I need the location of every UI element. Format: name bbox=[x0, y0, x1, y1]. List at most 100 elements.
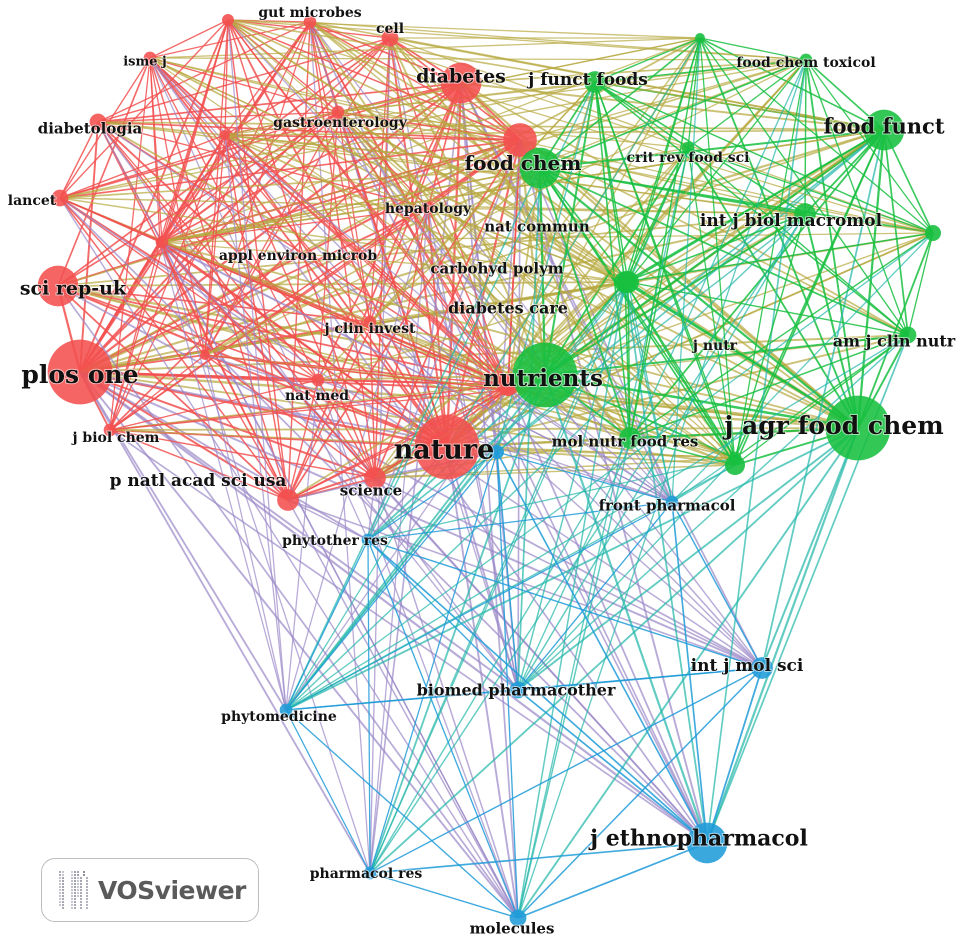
node-gastroenterology[interactable] bbox=[331, 105, 345, 119]
link-x2-x5 bbox=[224, 134, 509, 391]
link-lancet-x4 bbox=[59, 197, 206, 356]
link-gastroenterology-nat_med bbox=[317, 111, 339, 381]
link-nat_med-diabetes_care bbox=[317, 379, 509, 386]
link-j_funct_foods-x8 bbox=[594, 81, 934, 234]
label-food-chem-toxicol: food chem toxicol bbox=[736, 55, 875, 71]
node-hepatology[interactable] bbox=[421, 201, 435, 215]
node-sci-rep-uk[interactable] bbox=[37, 265, 79, 307]
link-food_funct-mol_nutr_food_res bbox=[629, 129, 885, 439]
link-j_agr_food_chem-mol_nutr_food_res bbox=[629, 427, 859, 439]
link-am_j_clin_nutr-x6 bbox=[699, 37, 909, 336]
link-diabetes-molecules bbox=[460, 82, 519, 919]
node-p-natl-acad-sci-usa[interactable] bbox=[277, 489, 299, 511]
link-food_chem-x1 bbox=[227, 19, 541, 169]
node-am-j-clin-nutr[interactable] bbox=[899, 326, 917, 344]
link-nat_commun-am_j_clin_nutr bbox=[519, 139, 909, 336]
node-nature[interactable] bbox=[414, 414, 480, 480]
unlabeled-node bbox=[220, 130, 230, 140]
node-gut-microbes[interactable] bbox=[303, 15, 317, 29]
link-nutrients-j_agr_food_chem bbox=[544, 373, 859, 430]
link-j_biol_chem-x5 bbox=[109, 389, 509, 431]
node-j-agr-food-chem[interactable] bbox=[825, 395, 891, 461]
link-x1-x3 bbox=[159, 19, 229, 243]
link-x1-x5 bbox=[227, 19, 509, 391]
node-pharmacol-res[interactable] bbox=[363, 866, 377, 880]
link-j_agr_food_chem-x7 bbox=[627, 281, 859, 429]
link-diabetes-food_chem_toxicol bbox=[460, 59, 807, 84]
link-isme_j-x2 bbox=[149, 57, 226, 136]
node-j-nutr[interactable] bbox=[728, 451, 742, 465]
link-food_funct-x4 bbox=[204, 129, 885, 356]
node-lancet[interactable] bbox=[51, 189, 69, 207]
node-isme-j[interactable] bbox=[143, 51, 157, 65]
node-cell[interactable] bbox=[381, 29, 399, 47]
link-j_agr_food_chem-biomed_pharmacother bbox=[517, 427, 859, 691]
link-food_funct-x9 bbox=[734, 129, 885, 466]
node-phytother-res[interactable] bbox=[361, 533, 375, 547]
link-appl_environ_microb-pharmacol_res bbox=[161, 241, 371, 874]
link-diabetologia-front_pharmacol bbox=[97, 121, 673, 503]
link-p_natl_acad_sci_usa-x1 bbox=[227, 19, 289, 501]
link-phytother_res-biomed_pharmacother bbox=[367, 539, 519, 691]
node-molecules[interactable] bbox=[509, 909, 527, 927]
link-j_biol_chem-x3 bbox=[109, 241, 161, 431]
node-j-funct-foods[interactable] bbox=[584, 71, 606, 93]
node-nat-commun[interactable] bbox=[503, 123, 537, 157]
link-nutrients-phytomedicine bbox=[285, 374, 546, 711]
label-j-clin-invest: j clin invest bbox=[322, 321, 416, 337]
label-plos-one: plos one bbox=[21, 360, 138, 389]
node-diabetes[interactable] bbox=[440, 62, 482, 104]
link-x1-x8 bbox=[227, 19, 934, 234]
node-appl-environ-microb[interactable] bbox=[155, 235, 169, 249]
label-nature: nature bbox=[394, 434, 495, 465]
link-gut_microbes-j_clin_invest bbox=[309, 21, 371, 323]
link-food_funct-am_j_clin_nutr bbox=[883, 129, 909, 336]
link-molecules-x10 bbox=[496, 451, 519, 919]
node-science[interactable] bbox=[364, 467, 386, 489]
link-j_biol_chem-x4 bbox=[109, 354, 206, 431]
label-food-funct: food funct bbox=[823, 113, 944, 138]
link-phytother_res-molecules bbox=[367, 539, 519, 919]
node-carbohyd-polym[interactable] bbox=[614, 271, 636, 293]
link-j_biol_chem-p_natl_acad_sci_usa bbox=[109, 429, 289, 501]
node-crit-rev-food-sci[interactable] bbox=[681, 141, 695, 155]
link-j_biol_chem-j_agr_food_chem bbox=[109, 427, 859, 431]
link-food_chem-x4 bbox=[204, 167, 541, 356]
link-diabetes_care-x8 bbox=[507, 232, 934, 386]
node-food-chem[interactable] bbox=[519, 147, 561, 189]
node-j-ethnopharmacol[interactable] bbox=[686, 822, 728, 864]
link-front_pharmacol-phytother_res bbox=[367, 501, 673, 541]
node-food-chem-toxicol[interactable] bbox=[799, 53, 813, 67]
node-diabetologia[interactable] bbox=[89, 113, 107, 131]
link-diabetes_care-x6 bbox=[507, 37, 701, 386]
unlabeled-node bbox=[222, 14, 234, 26]
link-food_chem_toxicol-int_j_biol_macromol bbox=[804, 59, 807, 215]
link-lancet-molecules bbox=[59, 197, 519, 919]
link-carbohyd_polym-j_ethnopharmacol bbox=[624, 281, 708, 844]
node-food-funct[interactable] bbox=[863, 109, 905, 151]
node-plos-one[interactable] bbox=[47, 339, 113, 405]
link-nat_commun-x1 bbox=[227, 19, 521, 141]
link-phytother_res-pharmacol_res bbox=[367, 539, 371, 874]
link-nutrients-crit_rev_food_sci bbox=[544, 147, 689, 376]
node-j-clin-invest[interactable] bbox=[363, 315, 377, 329]
link-food_chem-phytomedicine bbox=[285, 167, 541, 711]
node-biomed-pharmacother[interactable] bbox=[509, 681, 527, 699]
link-mol_nutr_food_res-x8 bbox=[629, 232, 934, 439]
node-nat-med[interactable] bbox=[311, 373, 325, 387]
node-nutrients[interactable] bbox=[512, 342, 578, 408]
node-int-j-biol-macromol[interactable] bbox=[794, 203, 816, 225]
node-j-biol-chem[interactable] bbox=[103, 423, 117, 437]
node-mol-nutr-food-res[interactable] bbox=[619, 427, 641, 449]
link-gut_microbes-carbohyd_polym bbox=[309, 21, 626, 283]
link-hepatology-science bbox=[374, 207, 429, 479]
link-gastroenterology-x8 bbox=[337, 111, 934, 234]
link-pharmacol_res-molecules bbox=[369, 872, 519, 919]
node-phytomedicine[interactable] bbox=[279, 703, 293, 717]
link-j_funct_foods-x9 bbox=[594, 81, 736, 466]
link-food_chem-food_chem_toxicol bbox=[539, 59, 807, 169]
vosviewer-badge: VOSviewer bbox=[41, 858, 259, 922]
node-front-pharmacol[interactable] bbox=[665, 495, 679, 509]
node-int-j-mol-sci[interactable] bbox=[751, 657, 773, 679]
link-food_chem_toxicol-am_j_clin_nutr bbox=[805, 59, 909, 336]
